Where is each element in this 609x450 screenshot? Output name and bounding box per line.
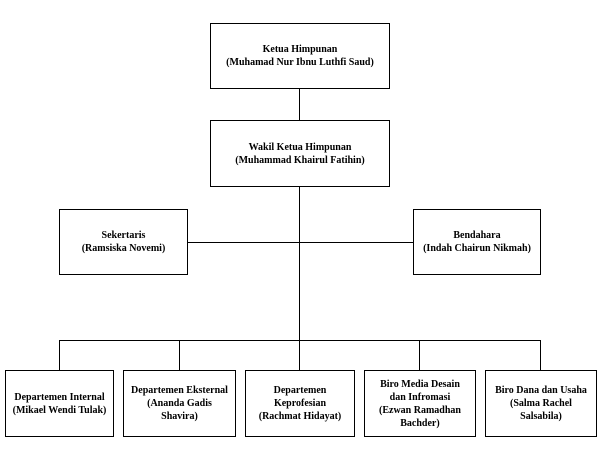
connector-unit-4 bbox=[419, 340, 420, 370]
vice-chair-box: Wakil Ketua Himpunan (Muhammad Khairul F… bbox=[210, 120, 390, 187]
connector-unit-1 bbox=[59, 340, 60, 370]
unit-line: dan Infromasi bbox=[389, 391, 451, 403]
unit-line: (Ananda Gadis bbox=[147, 398, 212, 409]
unit-line: Salsabila) bbox=[520, 411, 562, 422]
unit-box-external: Departemen Eksternal (Ananda Gadis Shavi… bbox=[123, 370, 236, 437]
chair-role: Ketua Himpunan bbox=[262, 44, 338, 55]
secretary-box: Sekertaris (Ramsiska Novemi) bbox=[59, 209, 188, 275]
unit-line: Bachder) bbox=[400, 417, 440, 429]
connector-secretary-treasurer bbox=[187, 242, 414, 243]
unit-line: (Ezwan Ramadhan bbox=[379, 404, 461, 416]
connector-unit-5 bbox=[540, 340, 541, 370]
secretary-name: (Ramsiska Novemi) bbox=[81, 243, 166, 254]
unit-line: (Mikael Wendi Tulak) bbox=[12, 404, 107, 416]
connector-chair-vice bbox=[299, 88, 300, 120]
unit-box-finance: Biro Dana dan Usaha (Salma Rachel Salsab… bbox=[485, 370, 597, 437]
unit-line: Biro Media Desain bbox=[380, 378, 460, 390]
unit-line: Departemen bbox=[273, 385, 327, 396]
secretary-role: Sekertaris bbox=[101, 230, 146, 241]
unit-line: Departemen Internal bbox=[14, 391, 105, 403]
treasurer-name: (Indah Chairun Nikmah) bbox=[423, 243, 531, 254]
vice-chair-role: Wakil Ketua Himpunan bbox=[248, 141, 352, 153]
unit-line: Keprofesian bbox=[273, 398, 327, 409]
vice-chair-name: (Muhammad Khairul Fatihin) bbox=[235, 154, 365, 166]
chair-name: (Muhamad Nur Ibnu Luthfi Saud) bbox=[226, 57, 374, 68]
treasurer-box: Bendahara (Indah Chairun Nikmah) bbox=[413, 209, 541, 275]
connector-unit-3 bbox=[299, 340, 300, 370]
connector-unit-2 bbox=[179, 340, 180, 370]
unit-box-professional: Departemen Keprofesian (Rachmat Hidayat) bbox=[245, 370, 355, 437]
unit-line: (Salma Rachel bbox=[510, 398, 572, 409]
unit-line: Biro Dana dan Usaha bbox=[495, 385, 587, 396]
unit-box-media: Biro Media Desain dan Infromasi (Ezwan R… bbox=[364, 370, 476, 437]
chair-box: Ketua Himpunan (Muhamad Nur Ibnu Luthfi … bbox=[210, 23, 390, 89]
unit-line: Shavira) bbox=[161, 411, 198, 422]
unit-box-internal: Departemen Internal (Mikael Wendi Tulak) bbox=[5, 370, 114, 437]
connector-main-trunk bbox=[299, 186, 300, 341]
treasurer-role: Bendahara bbox=[453, 230, 501, 241]
unit-line: Departemen Eksternal bbox=[131, 385, 228, 396]
unit-line: (Rachmat Hidayat) bbox=[258, 411, 342, 422]
